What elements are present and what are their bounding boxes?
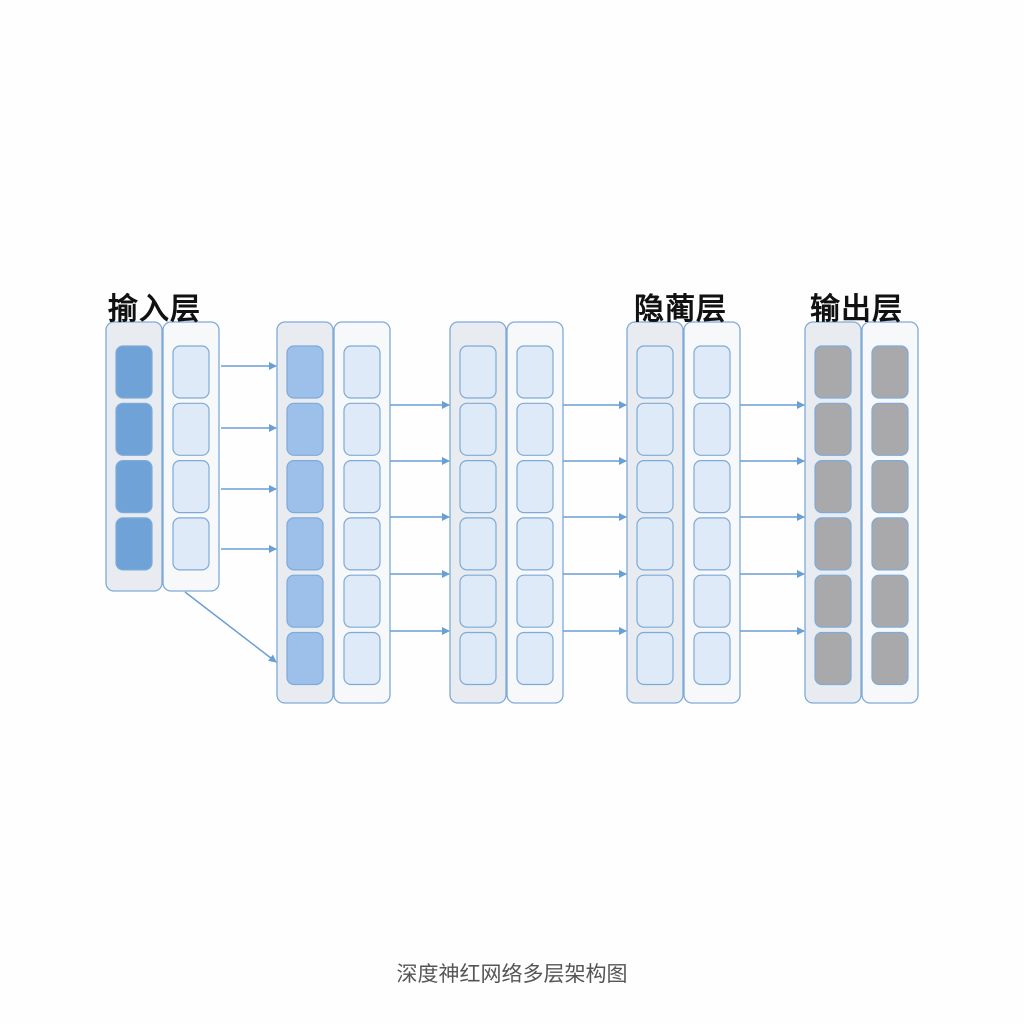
- neuron-node: [459, 460, 497, 514]
- neuron-node: [459, 517, 497, 571]
- neuron-node: [459, 345, 497, 399]
- neuron-node: [172, 402, 210, 456]
- neuron-node: [693, 517, 731, 571]
- neuron-node: [115, 345, 153, 399]
- neuron-node: [636, 517, 674, 571]
- neuron-node: [693, 460, 731, 514]
- neuron-node: [343, 460, 381, 514]
- neuron-node: [814, 517, 852, 571]
- neuron-node: [814, 460, 852, 514]
- output-layer-label: 输出层: [810, 292, 903, 327]
- diagram-caption: 深度神红网络多层架构图: [396, 962, 628, 986]
- neuron-node: [636, 402, 674, 456]
- neuron-node: [115, 460, 153, 514]
- neuron-node: [636, 631, 674, 686]
- neuron-node: [286, 345, 324, 399]
- neuron-node: [286, 517, 324, 571]
- neuron-node: [516, 402, 554, 456]
- neuron-node: [871, 402, 909, 456]
- input-layer-label: 揄入层: [108, 292, 201, 327]
- neuron-node: [286, 402, 324, 456]
- neuron-node: [343, 517, 381, 571]
- neuron-node: [871, 517, 909, 571]
- neuron-node: [693, 574, 731, 628]
- neuron-node: [115, 402, 153, 456]
- neuron-node: [814, 402, 852, 456]
- neuron-node: [516, 345, 554, 399]
- neuron-node: [516, 574, 554, 628]
- neuron-node: [286, 574, 324, 628]
- hidden-layer-label: 隐蔺层: [634, 292, 727, 327]
- neuron-node: [636, 345, 674, 399]
- neuron-node: [172, 460, 210, 514]
- neuron-node: [871, 345, 909, 399]
- neuron-node: [343, 574, 381, 628]
- neuron-node: [286, 631, 324, 686]
- neuron-node: [693, 402, 731, 456]
- neuron-node: [459, 631, 497, 686]
- neuron-node: [286, 460, 324, 514]
- neuron-node: [516, 517, 554, 571]
- neuron-node: [871, 460, 909, 514]
- neuron-node: [343, 631, 381, 686]
- neuron-node: [693, 631, 731, 686]
- neuron-node: [115, 517, 153, 571]
- neuron-node: [814, 631, 852, 686]
- neuron-node: [636, 460, 674, 514]
- neuron-node: [814, 574, 852, 628]
- neuron-node: [459, 574, 497, 628]
- neuron-node: [636, 574, 674, 628]
- neuron-node: [693, 345, 731, 399]
- neuron-node: [172, 345, 210, 399]
- neuron-node: [871, 631, 909, 686]
- neuron-node: [343, 345, 381, 399]
- neuron-node: [172, 517, 210, 571]
- neuron-node: [516, 460, 554, 514]
- connection-arrow: [184, 591, 277, 663]
- neuron-node: [814, 345, 852, 399]
- neuron-node: [871, 574, 909, 628]
- neuron-node: [459, 402, 497, 456]
- neuron-node: [516, 631, 554, 686]
- neuron-node: [343, 402, 381, 456]
